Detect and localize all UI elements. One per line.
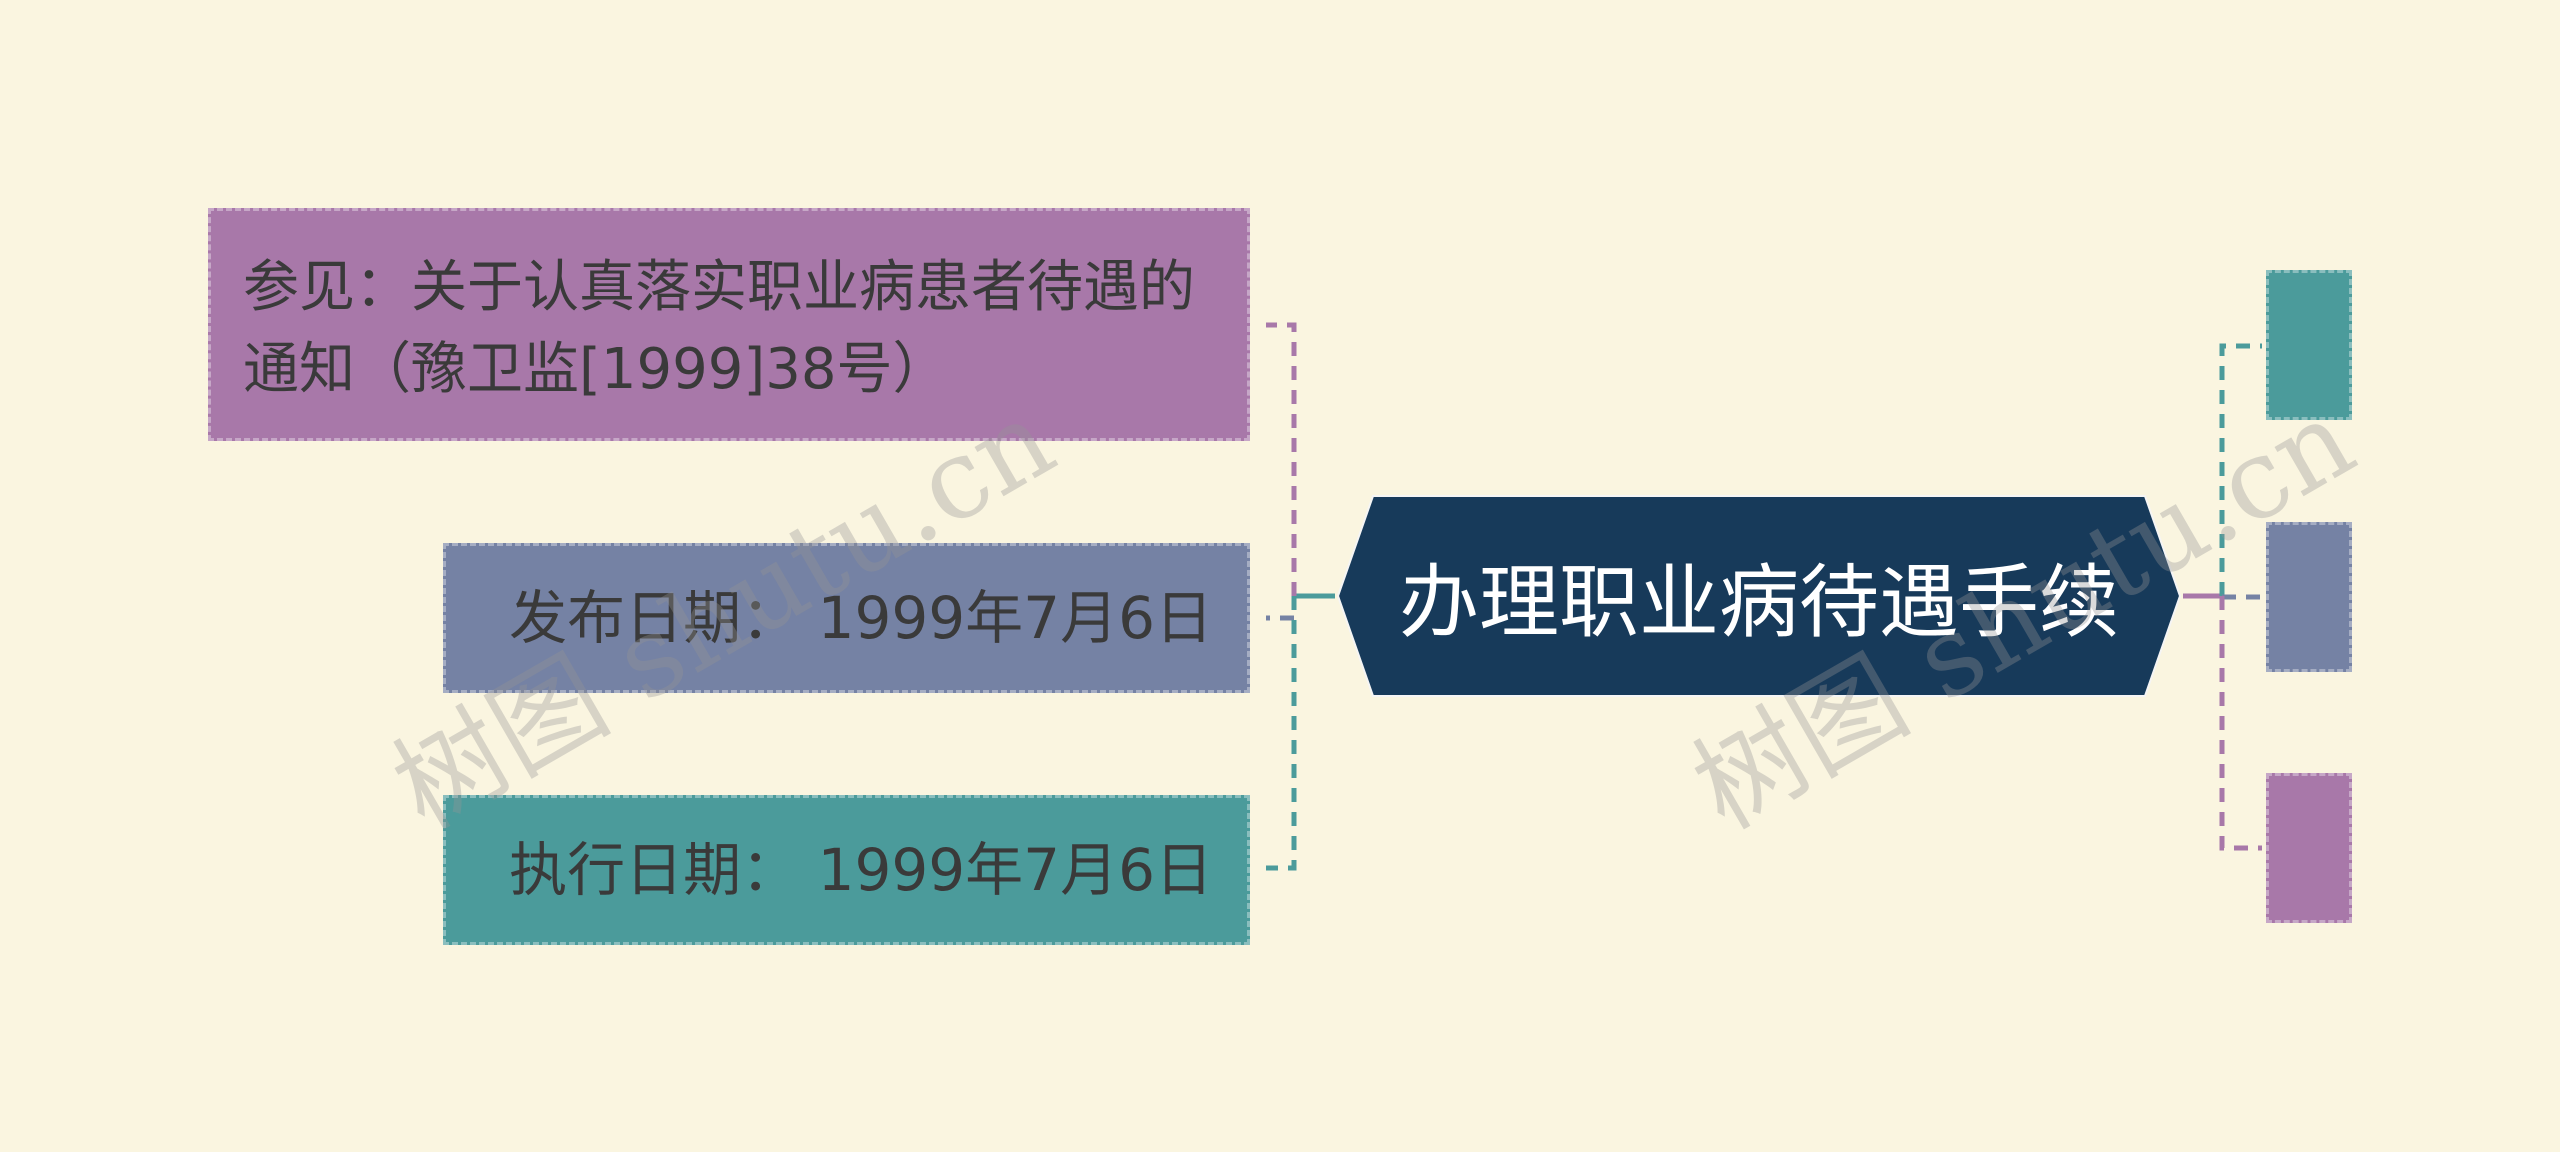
central-topic-shape [1336, 495, 2182, 697]
branch-node-reference[interactable]: 参见：关于认真落实职业病患者待遇的通知（豫卫监[1999]38号） [208, 208, 1250, 441]
right-branch-node-3[interactable] [2266, 773, 2352, 923]
connector-stub-purple [2219, 596, 2262, 851]
connector-stub-teal [2219, 343, 2262, 596]
right-branch-node-1[interactable] [2266, 270, 2352, 420]
central-topic-label: 办理职业病待遇手续 [1399, 556, 2119, 649]
connector-reference [1266, 322, 1297, 596]
branch-label-reference: 参见：关于认真落实职业病患者待遇的通知（豫卫监[1999]38号） [243, 255, 1195, 402]
connector-execute [1266, 596, 1297, 871]
branch-label-execute-date: 执行日期： 1999年7月6日 [509, 836, 1213, 904]
branch-node-publish-date[interactable]: 发布日期： 1999年7月6日 [443, 543, 1250, 693]
right-branch-node-2[interactable] [2266, 522, 2352, 672]
branch-label-publish-date: 发布日期： 1999年7月6日 [509, 584, 1213, 652]
central-topic-node[interactable]: 办理职业病待遇手续 [1335, 493, 2183, 699]
branch-node-execute-date[interactable]: 执行日期： 1999年7月6日 [443, 795, 1250, 945]
